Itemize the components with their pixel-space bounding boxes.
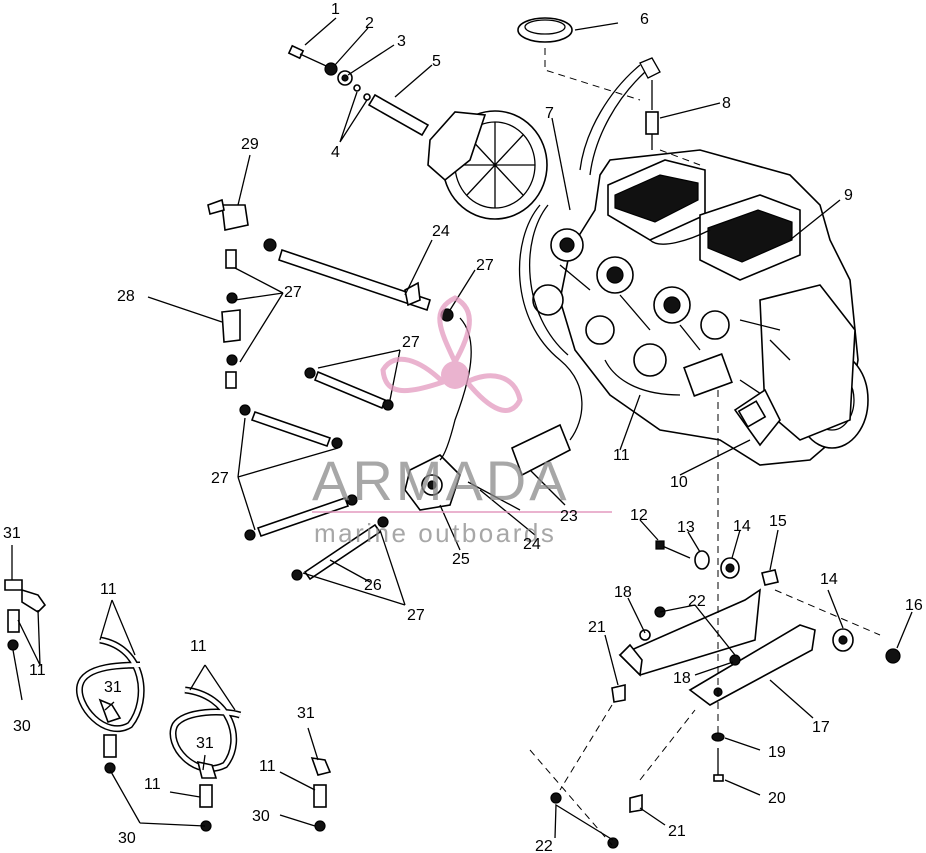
callout-14b: 14 — [820, 571, 838, 588]
callout-27d: 27 — [211, 470, 229, 487]
callout-22a: 22 — [688, 593, 706, 610]
drive-pulley — [427, 110, 548, 220]
callout-20: 20 — [768, 790, 786, 807]
bolt-12 — [655, 540, 691, 559]
callout-11d: 11 — [190, 638, 207, 655]
bolt-20 — [713, 748, 724, 782]
callout-labels: 1 2 3 4 5 6 7 8 9 10 11 12 13 14 15 14 1… — [3, 1, 923, 853]
spark-plug-wire — [639, 57, 661, 150]
callout-21b: 21 — [668, 823, 686, 840]
callout-30c: 30 — [252, 808, 270, 825]
fitting-tee-31d — [310, 757, 332, 832]
callout-18b: 18 — [673, 670, 691, 687]
nut-16 — [885, 648, 901, 664]
bushing-14 — [720, 557, 740, 579]
leader-21b — [639, 709, 696, 781]
leader-lines — [11, 17, 913, 841]
callout-17: 17 — [812, 719, 830, 736]
callout-30a: 30 — [13, 718, 31, 735]
callout-5: 5 — [432, 53, 441, 70]
callout-31d: 31 — [297, 705, 315, 722]
callout-14a: 14 — [733, 518, 751, 535]
brand-watermark: ARMADA marine outboards — [312, 295, 612, 548]
callout-24a: 24 — [432, 223, 450, 240]
callout-11e: 11 — [144, 776, 161, 793]
brand-name: ARMADA — [312, 449, 570, 512]
callout-9: 9 — [844, 187, 853, 204]
spacer-15 — [761, 569, 779, 586]
fuel-line-upper — [263, 238, 454, 322]
propeller-logo — [380, 295, 523, 413]
spark-plug-cap — [517, 17, 573, 43]
callout-30b: 30 — [118, 830, 136, 847]
callout-31b: 31 — [104, 679, 122, 696]
fuel-line-27 — [239, 404, 343, 449]
bushing-14b — [832, 628, 854, 652]
leader-22 — [529, 749, 613, 846]
callout-8: 8 — [722, 95, 731, 112]
mounting-screw-24 — [467, 481, 521, 511]
pulse-line — [439, 317, 472, 461]
callout-11-engine: 11 — [613, 447, 630, 464]
washer-2 — [324, 62, 338, 76]
hose-loop-b — [169, 686, 242, 832]
nut-21b — [629, 793, 643, 813]
callout-24b: 24 — [523, 536, 541, 553]
washer-13 — [694, 550, 710, 570]
fuel-line-lower — [244, 494, 358, 541]
callout-27a: 27 — [476, 257, 494, 274]
callout-18a: 18 — [614, 584, 632, 601]
callout-27b: 27 — [284, 284, 302, 301]
nut-22a — [550, 792, 562, 804]
callout-10: 10 — [670, 474, 688, 491]
callout-12: 12 — [630, 507, 648, 524]
leader-21a — [559, 704, 613, 791]
washer-19 — [711, 732, 725, 742]
callout-21a: 21 — [588, 619, 606, 636]
callout-16: 16 — [905, 597, 923, 614]
callout-27c: 27 — [402, 334, 420, 351]
callout-15: 15 — [769, 513, 787, 530]
nut-21a — [611, 683, 626, 703]
callout-7: 7 — [545, 105, 554, 122]
callout-13: 13 — [677, 519, 695, 536]
callout-11f: 11 — [259, 758, 276, 775]
fuel-filter-28 — [207, 198, 249, 389]
callout-29: 29 — [241, 136, 259, 153]
fitting-tee-31a — [4, 579, 47, 651]
callout-22b: 22 — [535, 838, 553, 853]
callout-31a: 31 — [3, 525, 21, 542]
module-23 — [510, 423, 572, 477]
brand-tagline: marine outboards — [314, 518, 556, 548]
callout-19: 19 — [768, 744, 786, 761]
callout-26: 26 — [364, 577, 382, 594]
callout-4: 4 — [331, 144, 340, 161]
callout-23: 23 — [560, 508, 578, 525]
callout-11c: 11 — [29, 662, 46, 679]
fuel-pump-25 — [404, 454, 461, 511]
engine-assembly — [518, 64, 869, 466]
callout-3: 3 — [397, 33, 406, 50]
engine-mount-bracket — [618, 588, 816, 706]
callout-2: 2 — [365, 15, 374, 32]
fuel-line-mid — [304, 367, 394, 411]
leader-14 — [774, 589, 881, 636]
callout-11b: 11 — [100, 581, 117, 598]
callout-28: 28 — [117, 288, 135, 305]
callout-1: 1 — [331, 1, 340, 18]
callout-25: 25 — [452, 551, 470, 568]
callout-6: 6 — [640, 11, 649, 28]
shaft-5 — [367, 93, 430, 137]
hose-loop-a — [76, 636, 145, 774]
callout-27e: 27 — [407, 607, 425, 624]
callout-31c: 31 — [196, 735, 214, 752]
leader-6 — [544, 48, 641, 101]
nut-22b — [607, 837, 619, 849]
